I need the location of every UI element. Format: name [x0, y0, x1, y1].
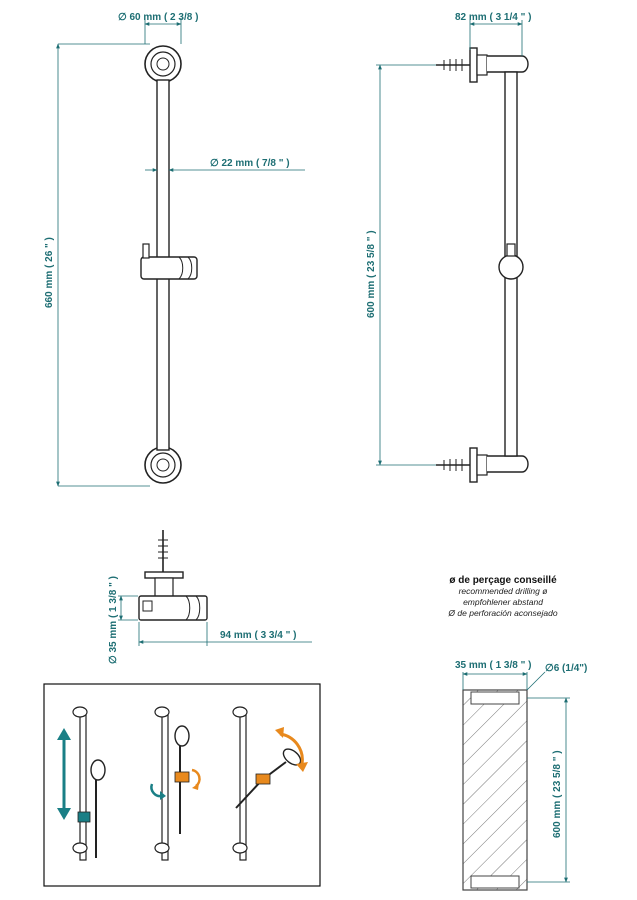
tube-diameter-label: ∅ 22 mm ( 7/8 " )	[210, 158, 290, 169]
wall-spacing-label: 600 mm ( 23 5/8 " )	[552, 750, 563, 838]
swivel-arrow-icon	[275, 727, 308, 772]
side-view: 82 mm ( 3 1/4 " ) 600 mm ( 23 5/8 " )	[366, 12, 531, 483]
front-width-label: ∅ 60 mm ( 2 3/8 )	[118, 12, 198, 23]
usage-panel-swivel	[232, 706, 308, 861]
drilling-note-line-en: recommended drilling ø	[459, 586, 548, 596]
rotate-arrow-icon	[150, 768, 201, 800]
slider-detail: ∅ 35 mm ( 1 3/8 " ) 94 mm ( 3 3/4 " )	[108, 530, 312, 664]
front-height-label: 660 mm ( 26 " )	[44, 237, 55, 308]
side-spacing-label: 600 mm ( 23 5/8 " )	[366, 230, 377, 318]
side-depth-label: 82 mm ( 3 1/4 " )	[455, 12, 531, 23]
hole-diameter-label: ∅6 (1/4")	[545, 663, 587, 674]
usage-illustration	[43, 683, 321, 887]
slider-diameter-label: ∅ 35 mm ( 1 3/8 " )	[108, 576, 119, 664]
wall-hole-detail: 35 mm ( 1 3/8 " ) ∅6 (1/4") 600 mm ( 23 …	[455, 660, 587, 891]
drilling-note-title: ø de perçage conseillé	[449, 575, 557, 586]
front-view: ∅ 60 mm ( 2 3/8 ) ∅ 22 mm ( 7/8 " ) 660 …	[44, 12, 305, 487]
slider-length-label: 94 mm ( 3 3/4 " )	[220, 630, 296, 641]
usage-panel-rotate	[150, 706, 201, 861]
drilling-note-line-es: Ø de perforación aconsejado	[447, 608, 557, 618]
drilling-note-line-de: empfohlener abstand	[463, 597, 543, 607]
drilling-note: ø de perçage conseillé recommended drill…	[447, 575, 557, 618]
wall-width-label: 35 mm ( 1 3/8 " )	[455, 660, 531, 671]
up-down-arrow-icon	[57, 728, 71, 820]
usage-panel-slide	[57, 706, 106, 861]
